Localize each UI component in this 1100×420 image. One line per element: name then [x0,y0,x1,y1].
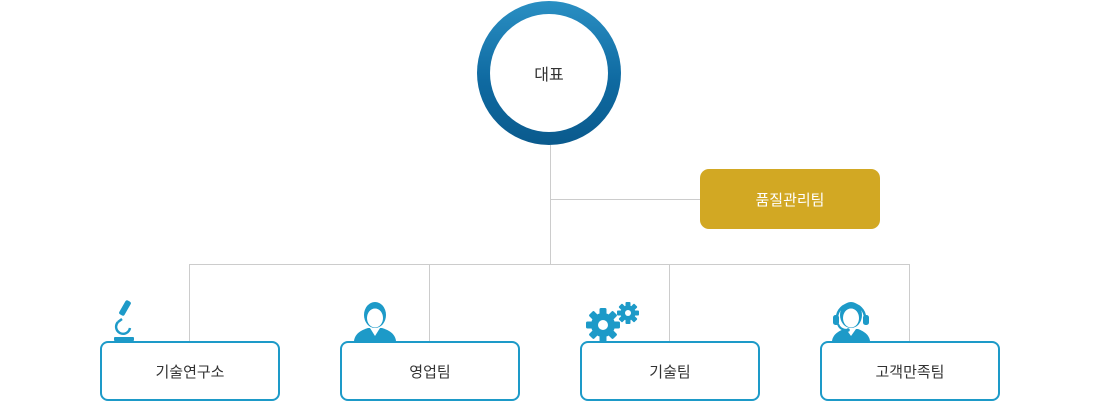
ceo-label: 대표 [534,65,564,84]
gears-icon [586,302,639,342]
dept-sales-team: 영업팀 [340,341,520,401]
dept-technical-team: 기술팀 [580,341,760,401]
ceo-node-inner: 대표 [490,14,608,132]
dept-customer-satisfaction-team: 고객만족팀 [820,341,1000,401]
headset-person-icon [832,302,870,341]
qa-team-label: 품질관리팀 [755,190,825,209]
dept-label: 기술연구소 [155,362,225,381]
dept-label: 영업팀 [409,362,451,381]
person-icon [354,302,396,341]
qa-team-node: 품질관리팀 [700,169,880,229]
dept-research-institute: 기술연구소 [100,341,280,401]
dept-label: 고객만족팀 [875,362,945,381]
dept-label: 기술팀 [649,362,691,381]
microscope-icon [114,300,134,341]
ceo-node: 대표 [477,1,621,145]
